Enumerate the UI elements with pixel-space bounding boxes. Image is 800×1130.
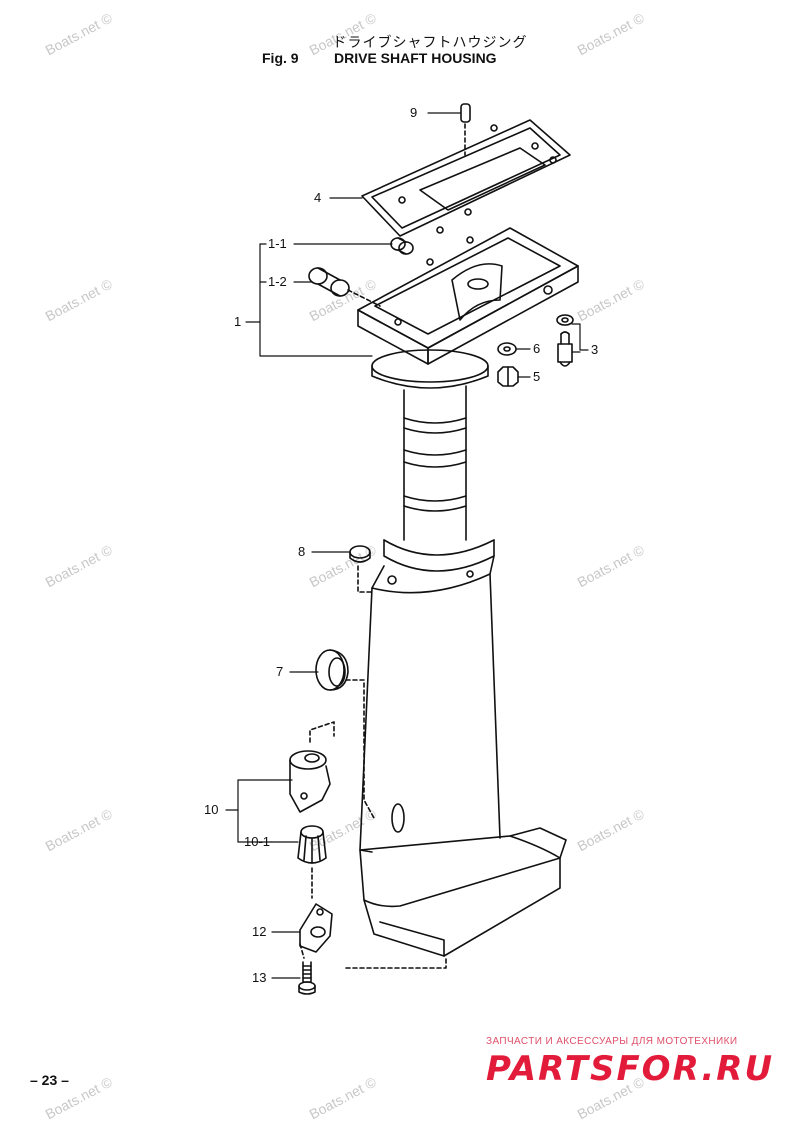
part-7-grommet [315, 649, 375, 819]
title-japanese: ドライブシャフトハウジング [332, 34, 528, 50]
part-6-washer [497, 342, 517, 356]
part-1-drive-shaft-housing [357, 227, 579, 957]
callout-4: 4 [314, 190, 322, 205]
title-row: Fig. 9 DRIVE SHAFT HOUSING [262, 50, 497, 66]
part-washer [556, 314, 574, 326]
part-5-nut [497, 366, 519, 387]
callout-6: 6 [533, 341, 541, 356]
part-10-holder [289, 721, 335, 813]
callout-8: 8 [298, 544, 306, 559]
page-title: DRIVE SHAFT HOUSING [334, 50, 497, 66]
part-8-plug [349, 545, 373, 593]
callout-1: 1 [234, 314, 242, 329]
callout-10: 10 [204, 802, 219, 817]
page-number: – 23 – [30, 1072, 69, 1088]
callout-3: 3 [591, 342, 599, 357]
part-13-screw [298, 961, 316, 995]
part-1-1-plug [390, 237, 414, 255]
callout-12: 12 [252, 924, 267, 939]
callout-1-2: 1-2 [268, 274, 287, 289]
figure-number: Fig. 9 [262, 50, 299, 66]
part-12-plate [299, 903, 333, 959]
callout-5: 5 [533, 369, 541, 384]
callout-1-1: 1-1 [268, 236, 287, 251]
part-9-dowel-pin [460, 103, 471, 156]
callout-13: 13 [252, 970, 267, 985]
callout-10-1: 10-1 [244, 834, 271, 849]
part-4-gasket [361, 119, 571, 237]
brand-logo: ЗАПЧАСТИ И АКСЕССУАРЫ ДЛЯ МОТОТЕХНИКИ PA… [486, 1036, 786, 1089]
brand-tagline: ЗАПЧАСТИ И АКСЕССУАРЫ ДЛЯ МОТОТЕХНИКИ [486, 1036, 738, 1047]
part-10-1-strainer [297, 825, 327, 899]
callout-7: 7 [276, 664, 284, 679]
leader-lines [225, 112, 589, 979]
callout-9: 9 [410, 105, 418, 120]
part-1-2-bushing [308, 267, 381, 307]
part-3-bolt [557, 331, 573, 367]
brand-name: PARTSFOR.RU [486, 1049, 775, 1089]
